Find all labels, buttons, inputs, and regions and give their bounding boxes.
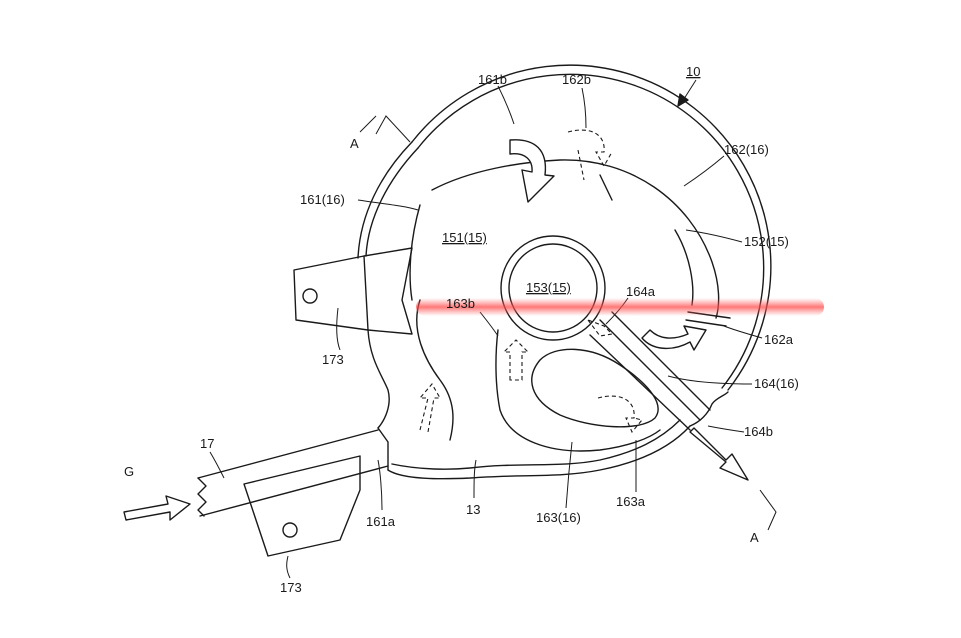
dashed-arrow-163b: [502, 339, 530, 381]
ref-arrowhead-10: [677, 93, 689, 107]
label-163-16: 163(16): [536, 510, 581, 525]
label-153-15: 153(15): [526, 280, 571, 295]
labels: 10 A 161b 162b 162(16) 161(16) 151(15) 1…: [124, 64, 799, 595]
flow-arrow-inlet-g: [123, 495, 191, 521]
section-line-a: [359, 115, 777, 531]
label-164-16: 164(16): [754, 376, 799, 391]
label-162a: 162a: [764, 332, 794, 347]
label-173-bottom: 173: [280, 580, 302, 595]
flow-arrows: [123, 129, 749, 521]
flow-arrow-outlet: [689, 427, 749, 481]
label-163b: 163b: [446, 296, 475, 311]
label-ref-10: 10: [686, 64, 700, 79]
label-164b: 164b: [744, 424, 773, 439]
flow-arrow-162a: [641, 325, 707, 351]
label-g: G: [124, 464, 134, 479]
bracket-173-lower: [243, 455, 361, 557]
label-17: 17: [200, 436, 214, 451]
label-173-top: 173: [322, 352, 344, 367]
leader-lines: [209, 85, 763, 579]
label-a-bottom: A: [750, 530, 759, 545]
dashed-arrow-162b: [567, 129, 613, 181]
label-152-15: 152(15): [744, 234, 789, 249]
label-13: 13: [466, 502, 480, 517]
label-164a: 164a: [626, 284, 656, 299]
bracket-173-upper: [293, 247, 413, 335]
label-163a: 163a: [616, 494, 646, 509]
dashed-arrow-channel: [418, 383, 441, 433]
inner-chambers: [409, 159, 731, 452]
dashed-arrow-164a: [586, 318, 614, 337]
label-162-16: 162(16): [724, 142, 769, 157]
label-161a: 161a: [366, 514, 396, 529]
flow-arrow-161b: [509, 139, 555, 203]
label-162b: 162b: [562, 72, 591, 87]
label-161-16: 161(16): [300, 192, 345, 207]
label-a-top: A: [350, 136, 359, 151]
highlight-band: [416, 298, 824, 316]
label-151-15: 151(15): [442, 230, 487, 245]
inlet-pipe-17: [197, 429, 389, 517]
label-161b: 161b: [478, 72, 507, 87]
dashed-arrow-163a: [597, 395, 643, 434]
